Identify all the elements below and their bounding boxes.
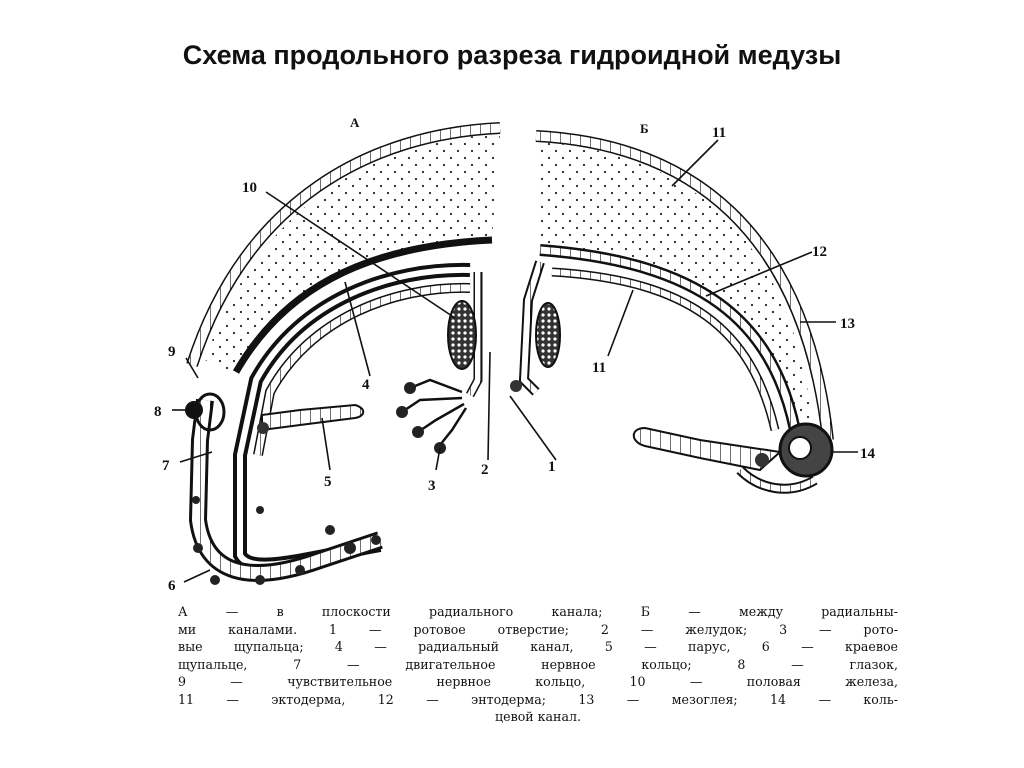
label-11-ectoderm: 11 [712,125,726,141]
section-a-label: А [350,115,360,130]
gonad-a [448,301,476,369]
velum-a [262,405,363,430]
label-9: 9 [168,344,176,360]
label-2: 2 [481,462,489,478]
label-10: 10 [242,180,257,196]
label-12: 12 [812,244,827,260]
label-11-lower: 11 [592,360,606,376]
half-a-drawing [185,128,500,585]
half-b-drawing [510,136,832,489]
label-6: 6 [168,578,176,594]
caption-line: щупальце, 7 — двигательное нервное кольц… [178,656,898,674]
caption-line: А — в плоскости радиального канала; Б — … [178,603,898,621]
section-b-label: Б [640,121,649,136]
label-13: 13 [840,316,855,332]
figure-caption: А — в плоскости радиального канала; Б — … [178,603,898,726]
label-1: 1 [548,459,556,475]
label-3: 3 [428,478,436,494]
label-4: 4 [362,377,370,393]
caption-line: 11 — эктодерма, 12 — энтодерма; 13 — мез… [178,691,898,709]
caption-line: цевой канал. [178,708,898,726]
caption-line: 9 — чувствительное нервное кольцо, 10 — … [178,673,898,691]
caption-line: вые щупальца; 4 — радиальный канал, 5 — … [178,638,898,656]
label-5: 5 [324,474,332,490]
label-8: 8 [154,404,162,420]
gonad-b [536,303,560,367]
caption-line: ми каналами. 1 — ротовое отверстие; 2 — … [178,621,898,639]
label-7: 7 [162,458,170,474]
label-14: 14 [860,446,876,462]
